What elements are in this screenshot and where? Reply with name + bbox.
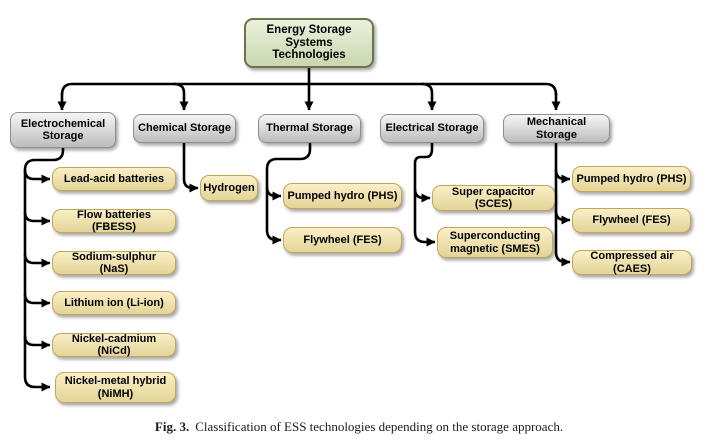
node-category-electrochemical: Electrochemical Storage — [10, 112, 116, 148]
node-leaf-hydrogen: Hydrogen — [200, 175, 258, 201]
node-leaf-thermal-flywheel: Flywheel (FES) — [283, 227, 402, 253]
node-category-mechanical: Mechanical Storage — [503, 114, 610, 143]
node-leaf-mechanical-pumped-hydro: Pumped hydro (PHS) — [572, 166, 691, 192]
node-leaf-lead-acid-batteries: Lead-acid batteries — [52, 167, 176, 191]
figure-caption-text: Classification of ESS technologies depen… — [195, 419, 564, 434]
node-leaf-super-capacitor: Super capacitor (SCES) — [432, 185, 555, 211]
node-root: Energy Storage Systems Technologies — [244, 18, 374, 68]
node-category-chemical: Chemical Storage — [133, 114, 236, 143]
node-leaf-lithium-ion: Lithium ion (Li-ion) — [52, 291, 176, 315]
figure-caption-label: Fig. 3. — [154, 419, 190, 434]
figure-caption: Fig. 3. Classification of ESS technologie… — [0, 419, 718, 435]
node-leaf-superconducting-magnetic: Superconducting magnetic (SMES) — [437, 227, 553, 258]
node-leaf-nickel-cadmium: Nickel-cadmium (NiCd) — [52, 333, 176, 357]
node-leaf-flow-batteries: Flow batteries (FBESS) — [52, 209, 176, 233]
node-category-thermal: Thermal Storage — [258, 114, 361, 143]
node-leaf-compressed-air: Compressed air (CAES) — [572, 250, 692, 275]
node-leaf-nickel-metal-hybrid: Nickel-metal hybrid (NiMH) — [55, 372, 176, 403]
node-leaf-mechanical-flywheel: Flywheel (FES) — [572, 208, 691, 233]
node-category-electrical: Electrical Storage — [380, 114, 484, 143]
node-leaf-sodium-sulphur: Sodium-sulphur (NaS) — [52, 251, 176, 275]
node-leaf-thermal-pumped-hydro: Pumped hydro (PHS) — [283, 183, 402, 209]
